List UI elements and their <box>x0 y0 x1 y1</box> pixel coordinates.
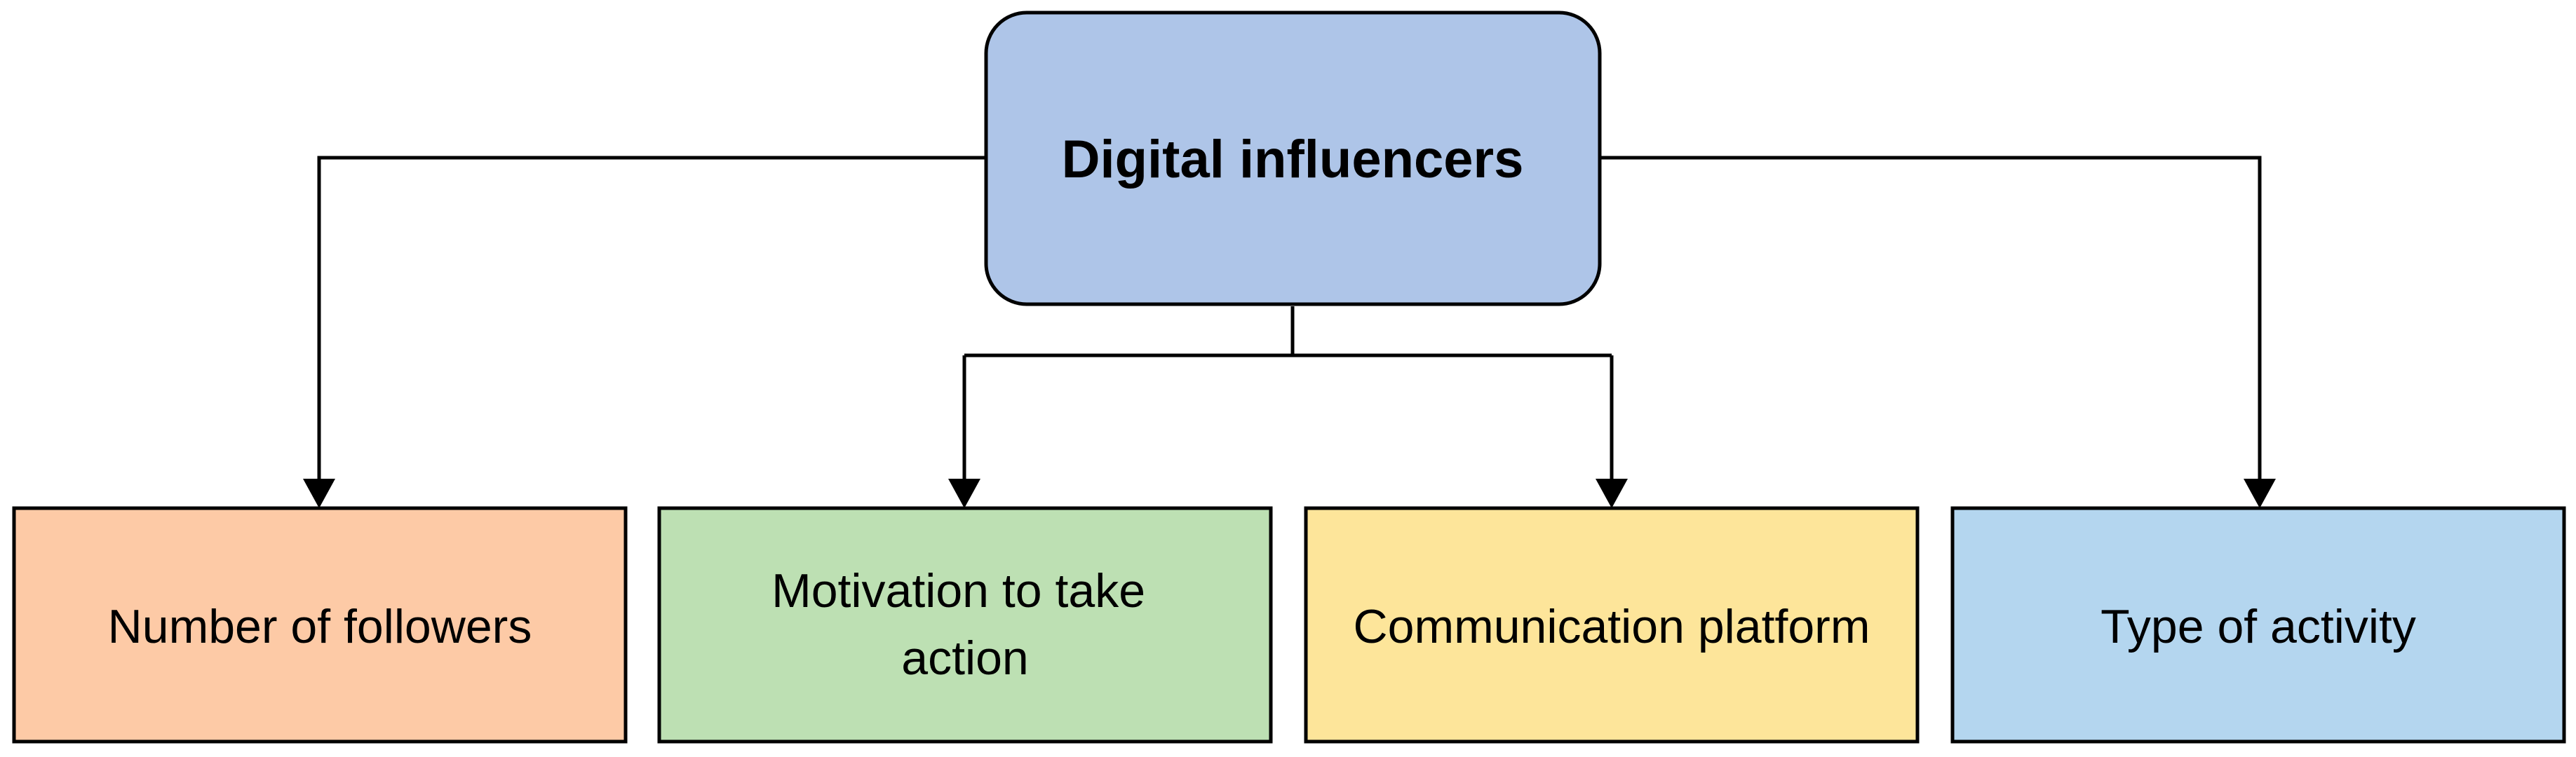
child-node-motivation: Motivation to take action <box>657 506 1273 744</box>
connectors <box>303 156 2276 508</box>
child-node-box <box>657 506 1273 744</box>
child-node-label: Type of activity <box>2100 600 2416 653</box>
child-node-communication-platform: Communication platform <box>1304 506 1920 744</box>
child-node-label: Motivation to take action <box>771 564 1159 685</box>
child-node-number-of-followers: Number of followers <box>12 506 628 744</box>
arrowhead-number-of-followers <box>303 479 335 508</box>
child-node-label-line-1: Motivation to take <box>771 564 1145 618</box>
connector-root-to-number-of-followers <box>317 156 985 484</box>
arrowhead-type-of-activity <box>2244 479 2276 508</box>
child-node-type-of-activity: Type of activity <box>1950 506 2566 744</box>
child-node-box <box>1304 506 1920 744</box>
arrowhead-communication-platform <box>1596 479 1628 508</box>
root-node-box <box>984 11 1602 306</box>
root-node: Digital influencers <box>984 11 1602 306</box>
child-node-box <box>1950 506 2566 744</box>
child-node-box <box>12 506 628 744</box>
connector-root-to-type-of-activity <box>1600 156 2262 484</box>
child-node-label-line-2: action <box>901 632 1028 685</box>
arrowhead-motivation <box>948 479 980 508</box>
child-node-label: Number of followers <box>108 600 532 653</box>
child-node-label: Communication platform <box>1354 600 1870 653</box>
root-node-label: Digital influencers <box>1062 130 1524 189</box>
